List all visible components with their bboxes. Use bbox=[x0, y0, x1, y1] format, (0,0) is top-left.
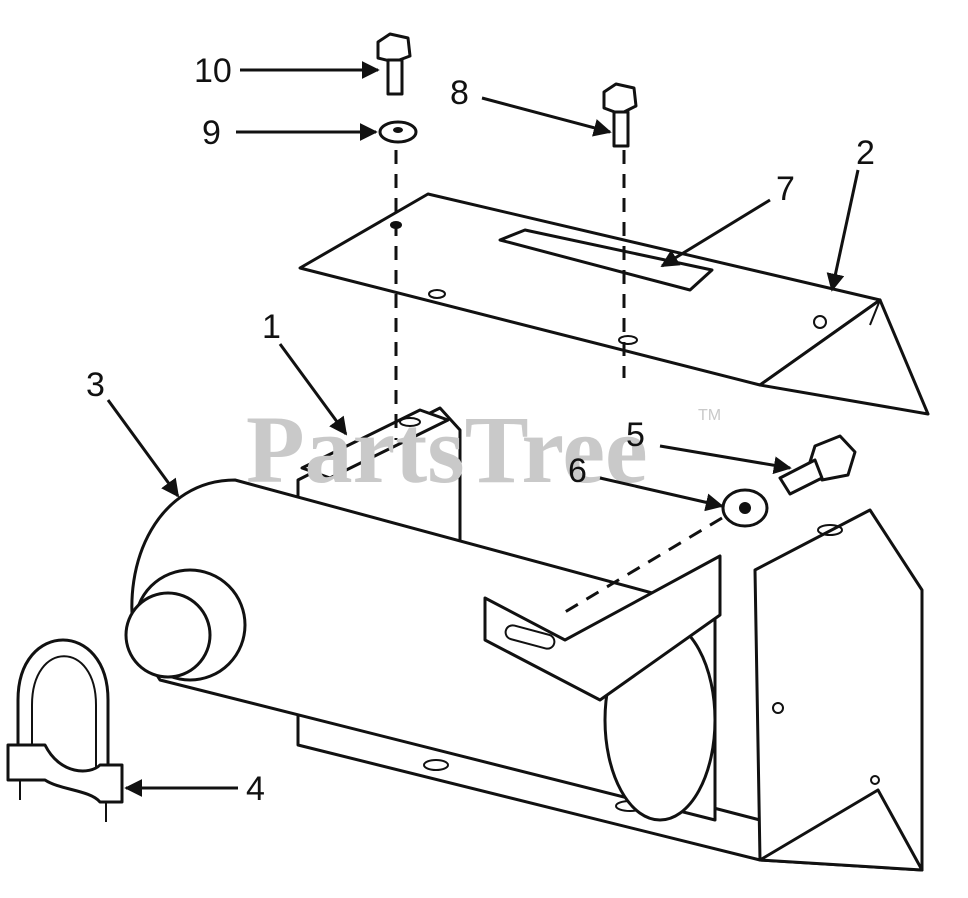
u-bolt-clamp bbox=[6, 638, 124, 822]
callout-label-6: 6 bbox=[568, 452, 587, 490]
callout-label-2: 2 bbox=[856, 134, 875, 172]
callout-label-7: 7 bbox=[776, 170, 795, 208]
callout-label-4: 4 bbox=[246, 770, 265, 808]
callout-leader-1 bbox=[278, 343, 348, 436]
callout-label-10: 10 bbox=[194, 52, 232, 90]
callout-label-9: 9 bbox=[202, 114, 221, 152]
watermark-trademark: TM bbox=[698, 407, 721, 424]
callout-label-8: 8 bbox=[450, 74, 469, 112]
callout-leader-2 bbox=[826, 169, 860, 292]
callout-leader-6 bbox=[599, 476, 724, 512]
screw-8 bbox=[602, 82, 638, 148]
heat-shield-top bbox=[298, 192, 930, 416]
screw-10 bbox=[376, 32, 412, 96]
callout-leader-8 bbox=[481, 96, 612, 137]
washer-9 bbox=[378, 120, 418, 144]
callout-leader-3 bbox=[106, 399, 180, 498]
callout-leader-7 bbox=[660, 198, 771, 268]
muffler-bracket bbox=[296, 406, 924, 872]
watermark: PartsTree bbox=[246, 396, 648, 503]
callout-label-3: 3 bbox=[86, 366, 105, 404]
callout-label-1: 1 bbox=[262, 308, 281, 346]
muffler bbox=[124, 478, 722, 822]
washer-6 bbox=[721, 488, 769, 528]
hex-bolt-5 bbox=[778, 434, 857, 496]
callout-leader-5 bbox=[659, 444, 792, 475]
alignment-line-5 bbox=[559, 516, 723, 617]
callout-label-5: 5 bbox=[626, 416, 645, 454]
